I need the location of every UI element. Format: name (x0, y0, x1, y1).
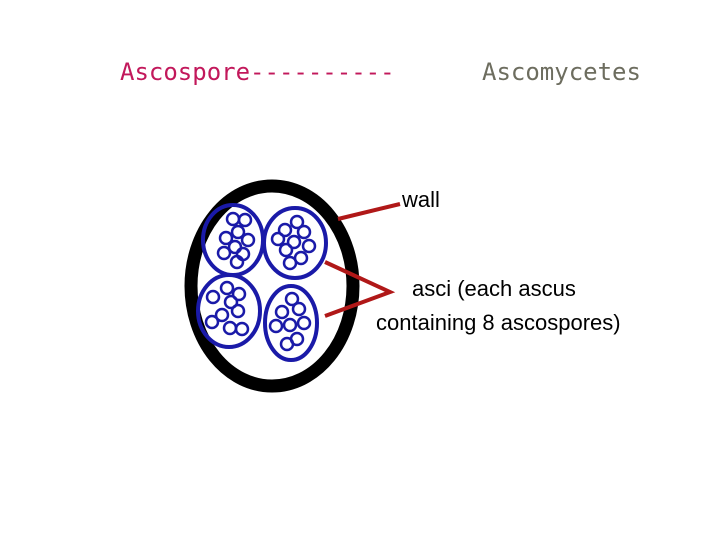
label-asci-line1: asci (each ascus (412, 276, 576, 301)
ascocarp-wall (184, 179, 360, 393)
slide-title-ascospore: Ascospore---------- (120, 58, 395, 86)
ascus-top-left (201, 203, 265, 277)
label-wall: wall (402, 187, 440, 212)
ascus-top-right (262, 206, 328, 280)
ascus-bottom-left (196, 273, 262, 349)
ascus-bottom-right (263, 284, 319, 362)
asci-pointer-lines (324, 260, 396, 318)
wall-pointer-line (337, 202, 401, 221)
label-asci-line2: containing 8 ascospores) (376, 310, 621, 335)
slide-title-ascomycetes: Ascomycetes (482, 58, 641, 86)
